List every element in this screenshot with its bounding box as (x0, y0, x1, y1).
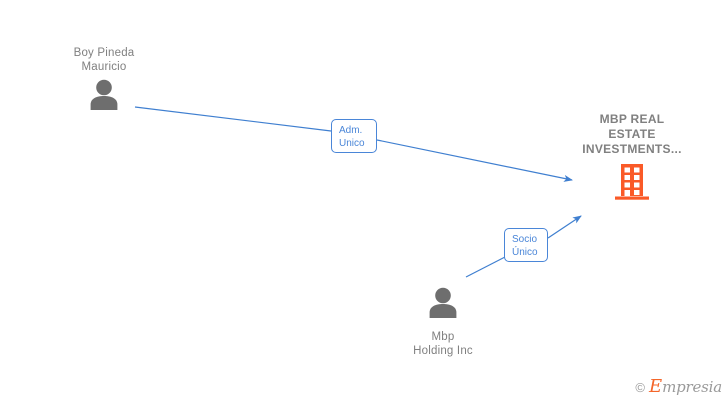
building-icon (542, 163, 722, 206)
edge-socio-unico-left (465, 256, 506, 278)
relation-label-adm-unico[interactable]: Adm. Unico (331, 119, 377, 153)
person-bottom-label: Mbp Holding Inc (413, 331, 473, 357)
person-icon (373, 286, 513, 324)
person-top-label: Boy Pineda Mauricio (73, 47, 135, 73)
node-company[interactable]: MBP REAL ESTATE INVESTMENTS... (542, 112, 722, 206)
company-label: MBP REAL ESTATE INVESTMENTS... (582, 112, 682, 156)
edge-adm-unico-left (134, 106, 332, 132)
node-person-top[interactable]: Boy Pineda Mauricio (34, 46, 174, 116)
person-icon (34, 78, 174, 116)
watermark-empresia: © Empresia (635, 376, 722, 397)
copyright-icon: © (635, 379, 645, 395)
edge-socio-unico-right (547, 215, 582, 239)
edge-adm-unico-right (376, 139, 573, 182)
relation-label-socio-unico[interactable]: Socio Único (504, 228, 548, 262)
brand-wordmark: Empresia (648, 376, 722, 397)
brand-rest: mpresia (662, 378, 722, 396)
brand-initial: E (648, 376, 663, 397)
node-person-bottom[interactable]: Mbp Holding Inc (373, 286, 513, 358)
